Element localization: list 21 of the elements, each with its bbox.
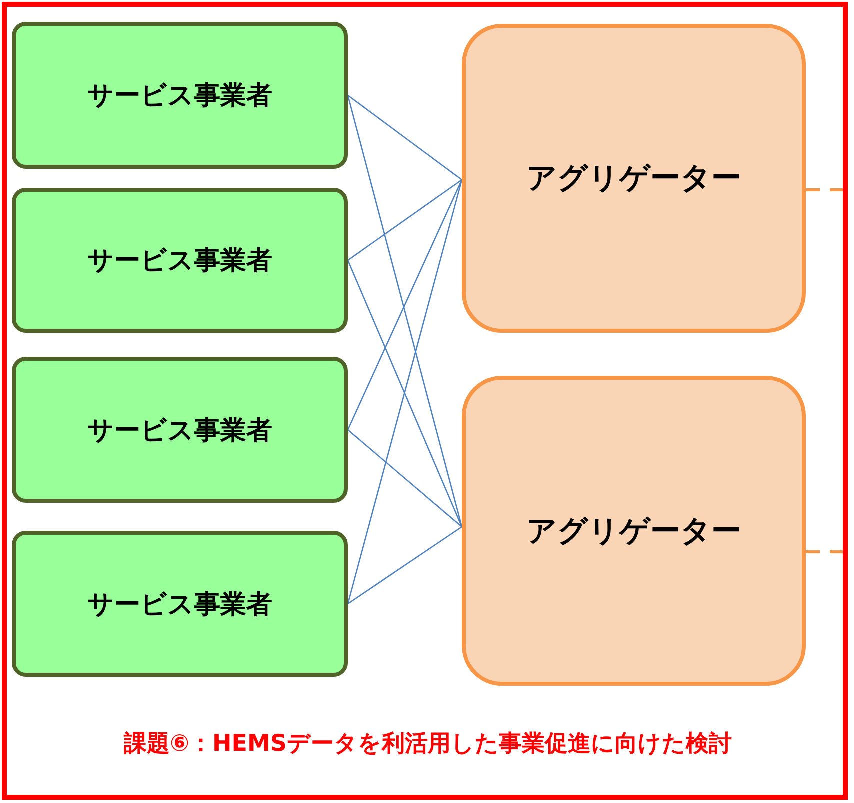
process-box <box>12 22 348 169</box>
connector-line <box>348 430 462 528</box>
node-label: アグリゲーター <box>526 512 742 550</box>
caption-text: 課題⑥：HEMSデータを利活用した事業促進に向けた検討 <box>124 730 732 759</box>
node-label: サービス事業者 <box>88 245 272 278</box>
connector-line <box>347 180 463 604</box>
node-label: サービス事業者 <box>88 414 272 448</box>
node-label: サービス事業者 <box>88 588 272 622</box>
connector-line <box>348 526 462 605</box>
connector-line <box>348 179 462 262</box>
connector-line <box>347 260 463 528</box>
connector-line <box>347 95 463 528</box>
node-label: サービス事業者 <box>88 80 272 113</box>
connector-line <box>347 180 463 430</box>
process-box <box>462 376 806 686</box>
connector-line <box>348 94 462 181</box>
node-label: アグリゲーター <box>526 160 742 198</box>
process-box <box>12 357 348 503</box>
process-box <box>12 188 348 333</box>
process-box <box>12 531 348 677</box>
process-box <box>462 24 806 333</box>
